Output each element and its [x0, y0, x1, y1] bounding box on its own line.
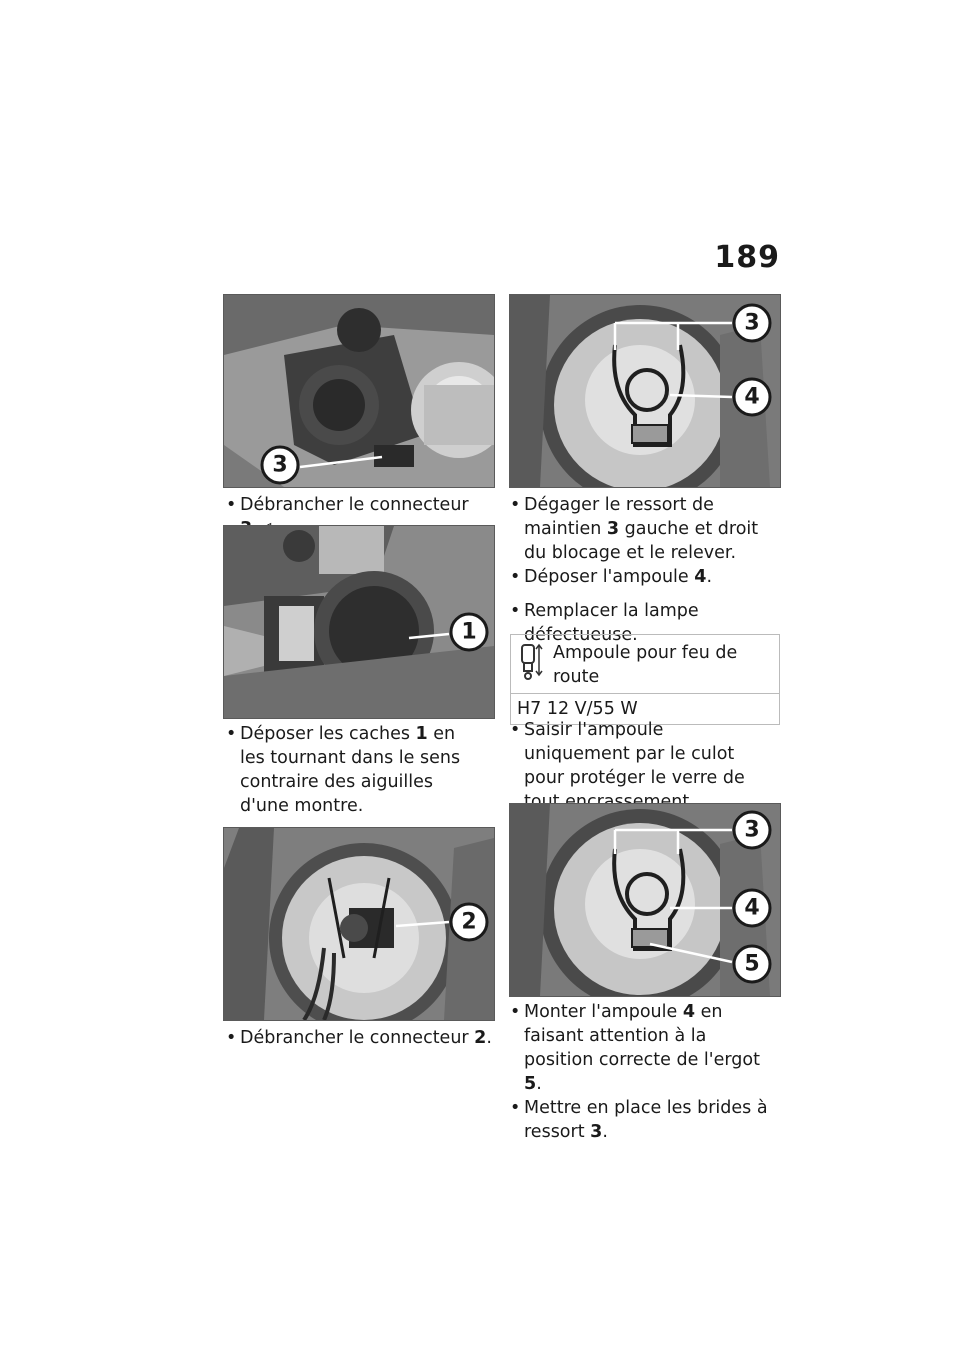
photo-bulb-spring-clip: 3 4: [509, 294, 781, 488]
steps-left-2: Déposer les caches 1 en les tournant dan…: [226, 722, 476, 818]
svg-text:3: 3: [272, 453, 287, 478]
callout-4: 4: [732, 888, 772, 928]
photo-headlight-covers: 1: [223, 525, 495, 719]
spec-table-header: Ampoule pour feu de route: [511, 635, 779, 694]
spec-table-bulb: Ampoule pour feu de route H7 12 V/55 W: [510, 634, 780, 725]
step-remove-bulb-4: Déposer l'ampoule 4.: [510, 565, 778, 589]
step-disconnect-connector-2: Débrancher le connecteur 2.: [226, 1026, 496, 1050]
photo-connector-dashboard: 3: [223, 294, 495, 488]
svg-text:4: 4: [744, 385, 759, 410]
page-number: 189: [714, 240, 780, 275]
svg-text:3: 3: [744, 818, 759, 843]
step-replace-lamp: Remplacer la lampe défectueuse.: [510, 599, 778, 647]
callout-3: 3: [732, 810, 772, 850]
steps-right-1: Dégager le ressort de maintien 3 gauche …: [510, 493, 778, 647]
svg-text:1: 1: [461, 620, 476, 645]
spec-value: H7 12 V/55 W: [517, 699, 638, 719]
photo-connector-2: 2: [223, 827, 495, 1021]
callout-2: 2: [449, 902, 489, 942]
photo-bulb-lug: 3 4 5: [509, 803, 781, 997]
bulb-icon: [517, 641, 553, 689]
callout-3: 3: [260, 445, 300, 485]
step-fit-spring-clips-3: Mettre en place les brides à ressort 3.: [510, 1096, 778, 1144]
svg-text:5: 5: [744, 952, 759, 977]
steps-left-3: Débrancher le connecteur 2.: [226, 1026, 496, 1050]
callout-4: 4: [732, 377, 772, 417]
svg-text:3: 3: [744, 311, 759, 336]
callout-1: 1: [449, 612, 489, 652]
steps-right-3: Monter l'ampoule 4 en faisant attention …: [510, 1000, 778, 1144]
steps-right-2: Saisir l'ampoule uniquement par le culot…: [510, 718, 772, 814]
step-install-bulb-4: Monter l'ampoule 4 en faisant attention …: [510, 1000, 778, 1096]
spec-label: Ampoule pour feu de route: [553, 643, 738, 687]
step-hold-bulb-by-base: Saisir l'ampoule uniquement par le culot…: [510, 718, 772, 814]
step-remove-covers-1: Déposer les caches 1 en les tournant dan…: [226, 722, 476, 818]
step-release-spring-clip-3: Dégager le ressort de maintien 3 gauche …: [510, 493, 778, 565]
svg-text:4: 4: [744, 896, 759, 921]
svg-text:2: 2: [461, 910, 476, 935]
callout-3: 3: [732, 303, 772, 343]
callout-5: 5: [732, 944, 772, 984]
